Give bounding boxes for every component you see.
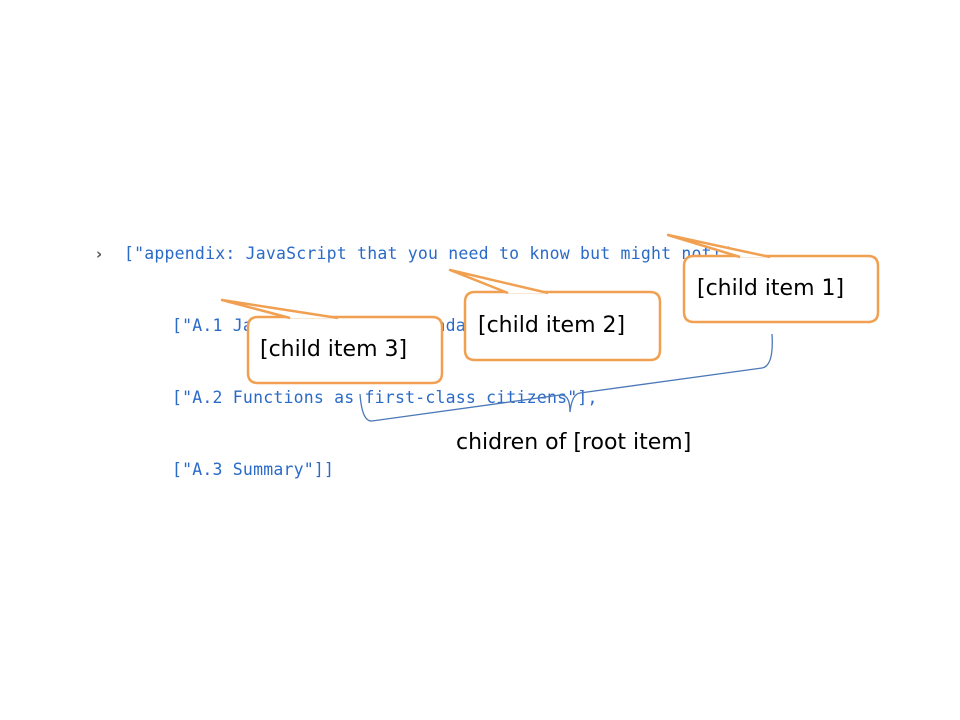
code-line-child-3: ["A.3 Summary"]] [96,458,742,482]
chevron-right-icon: › [96,245,103,263]
callout-label-child-2: [child item 2] [478,313,626,338]
callout-label-child-1: [child item 1] [697,276,845,301]
callout-pointer-child-1 [666,233,771,259]
callout-pointer-child-3 [220,298,339,320]
callout-bubble-child-2 [463,290,662,362]
grouping-brace [359,333,773,422]
callout-pointer-child-2 [448,268,549,295]
callout-label-child-3: [child item 3] [260,337,408,362]
code-text-child-3: ["A.3 Summary"]] [172,460,335,479]
callout-bubble-child-3 [246,315,444,385]
callout-bubble-child-1 [682,254,880,324]
brace-caption: chidren of [root item] [456,430,692,455]
